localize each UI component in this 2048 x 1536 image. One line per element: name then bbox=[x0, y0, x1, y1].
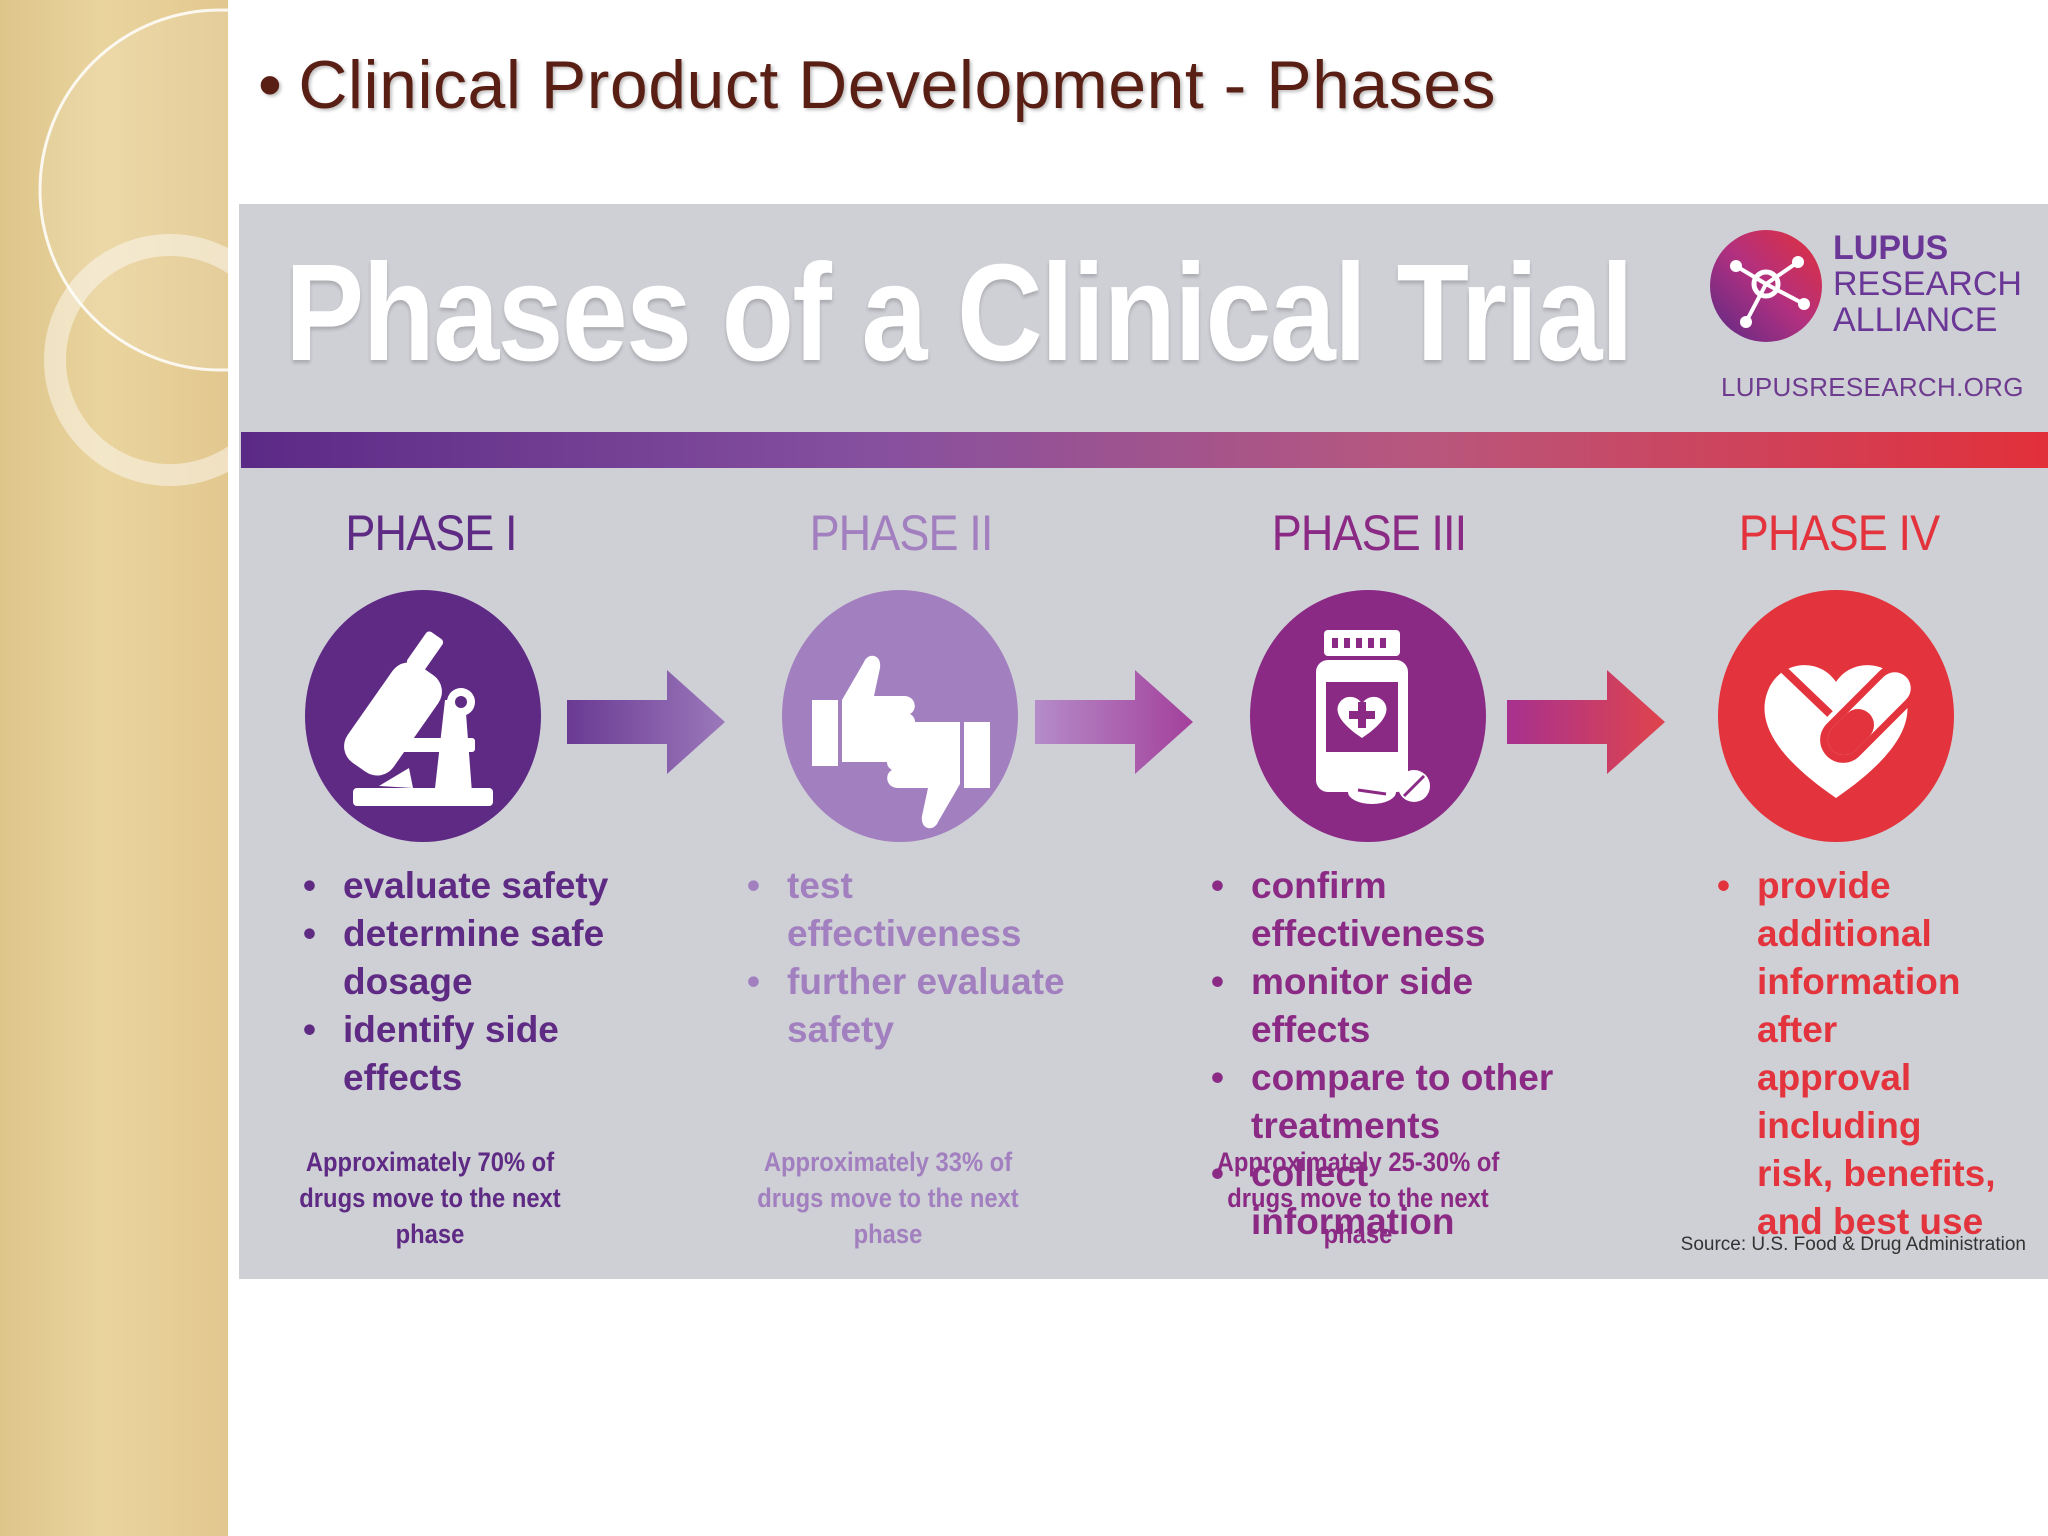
gradient-divider bbox=[241, 432, 2048, 468]
bullet-item: identify side effects bbox=[303, 1006, 593, 1102]
phase-3-bullets: confirm effectiveness monitor side effec… bbox=[1211, 862, 1571, 1246]
arrow-phase-1-to-2-icon bbox=[567, 670, 725, 774]
decorative-side-band bbox=[0, 0, 228, 1536]
bullet-item: collect information bbox=[1211, 1150, 1571, 1246]
bullet-item: provide additional information after app… bbox=[1717, 862, 1997, 1246]
medicine-bottle-icon bbox=[1250, 590, 1486, 842]
lupus-research-logo-icon bbox=[1710, 230, 1822, 342]
bullet-item: test effectiveness bbox=[747, 862, 1087, 958]
logo-wordmark: LUPUS RESEARCH ALLIANCE bbox=[1833, 229, 2022, 339]
arrow-phase-2-to-3-icon bbox=[1035, 670, 1193, 774]
heart-pill-icon bbox=[1718, 590, 1954, 842]
infographic-title: Phases of a Clinical Trial bbox=[285, 236, 1634, 390]
clinical-trial-infographic: Phases of a Clinical Trial LUPUS RESEARC… bbox=[239, 204, 2048, 1279]
phase-4-bullets: provide additional information after app… bbox=[1717, 862, 2017, 1246]
source-citation: Source: U.S. Food & Drug Administration bbox=[1680, 1234, 2026, 1255]
bullet-item: confirm effectiveness bbox=[1211, 862, 1571, 958]
microscope-icon bbox=[305, 590, 541, 842]
phase-1-heading: PHASE I bbox=[345, 505, 517, 561]
phase-4-heading: PHASE IV bbox=[1738, 505, 1940, 561]
bullet-item: further evaluate safety bbox=[747, 958, 1087, 1054]
phase-2-note: Approximately 33% of drugs move to the n… bbox=[757, 1147, 1019, 1249]
phase-2-heading: PHASE II bbox=[809, 505, 994, 561]
thumbs-up-down-icon bbox=[782, 590, 1018, 842]
phase-3-note: Approximately 25-30% of drugs move to th… bbox=[1216, 1147, 1500, 1249]
phase-2-bullets: test effectiveness further evaluate safe… bbox=[747, 862, 1087, 1054]
bullet-item: evaluate safety bbox=[303, 862, 643, 910]
phase-1-note: Approximately 70% of drugs move to the n… bbox=[299, 1147, 561, 1249]
bullet-item: compare to other treatments bbox=[1211, 1054, 1571, 1150]
decorative-rings bbox=[38, 8, 228, 486]
bullet-item: monitor side effects bbox=[1211, 958, 1571, 1054]
slide-title: •Clinical Product Development - Phases bbox=[258, 47, 1497, 123]
phase-3-heading: PHASE III bbox=[1271, 505, 1467, 561]
logo-url: LUPUSRESEARCH.ORG bbox=[1721, 372, 2024, 402]
arrow-phase-3-to-4-icon bbox=[1507, 670, 1665, 774]
bullet-item: determine safe dosage bbox=[303, 910, 643, 1006]
phase-1-bullets: evaluate safety determine safe dosage id… bbox=[303, 862, 643, 1102]
